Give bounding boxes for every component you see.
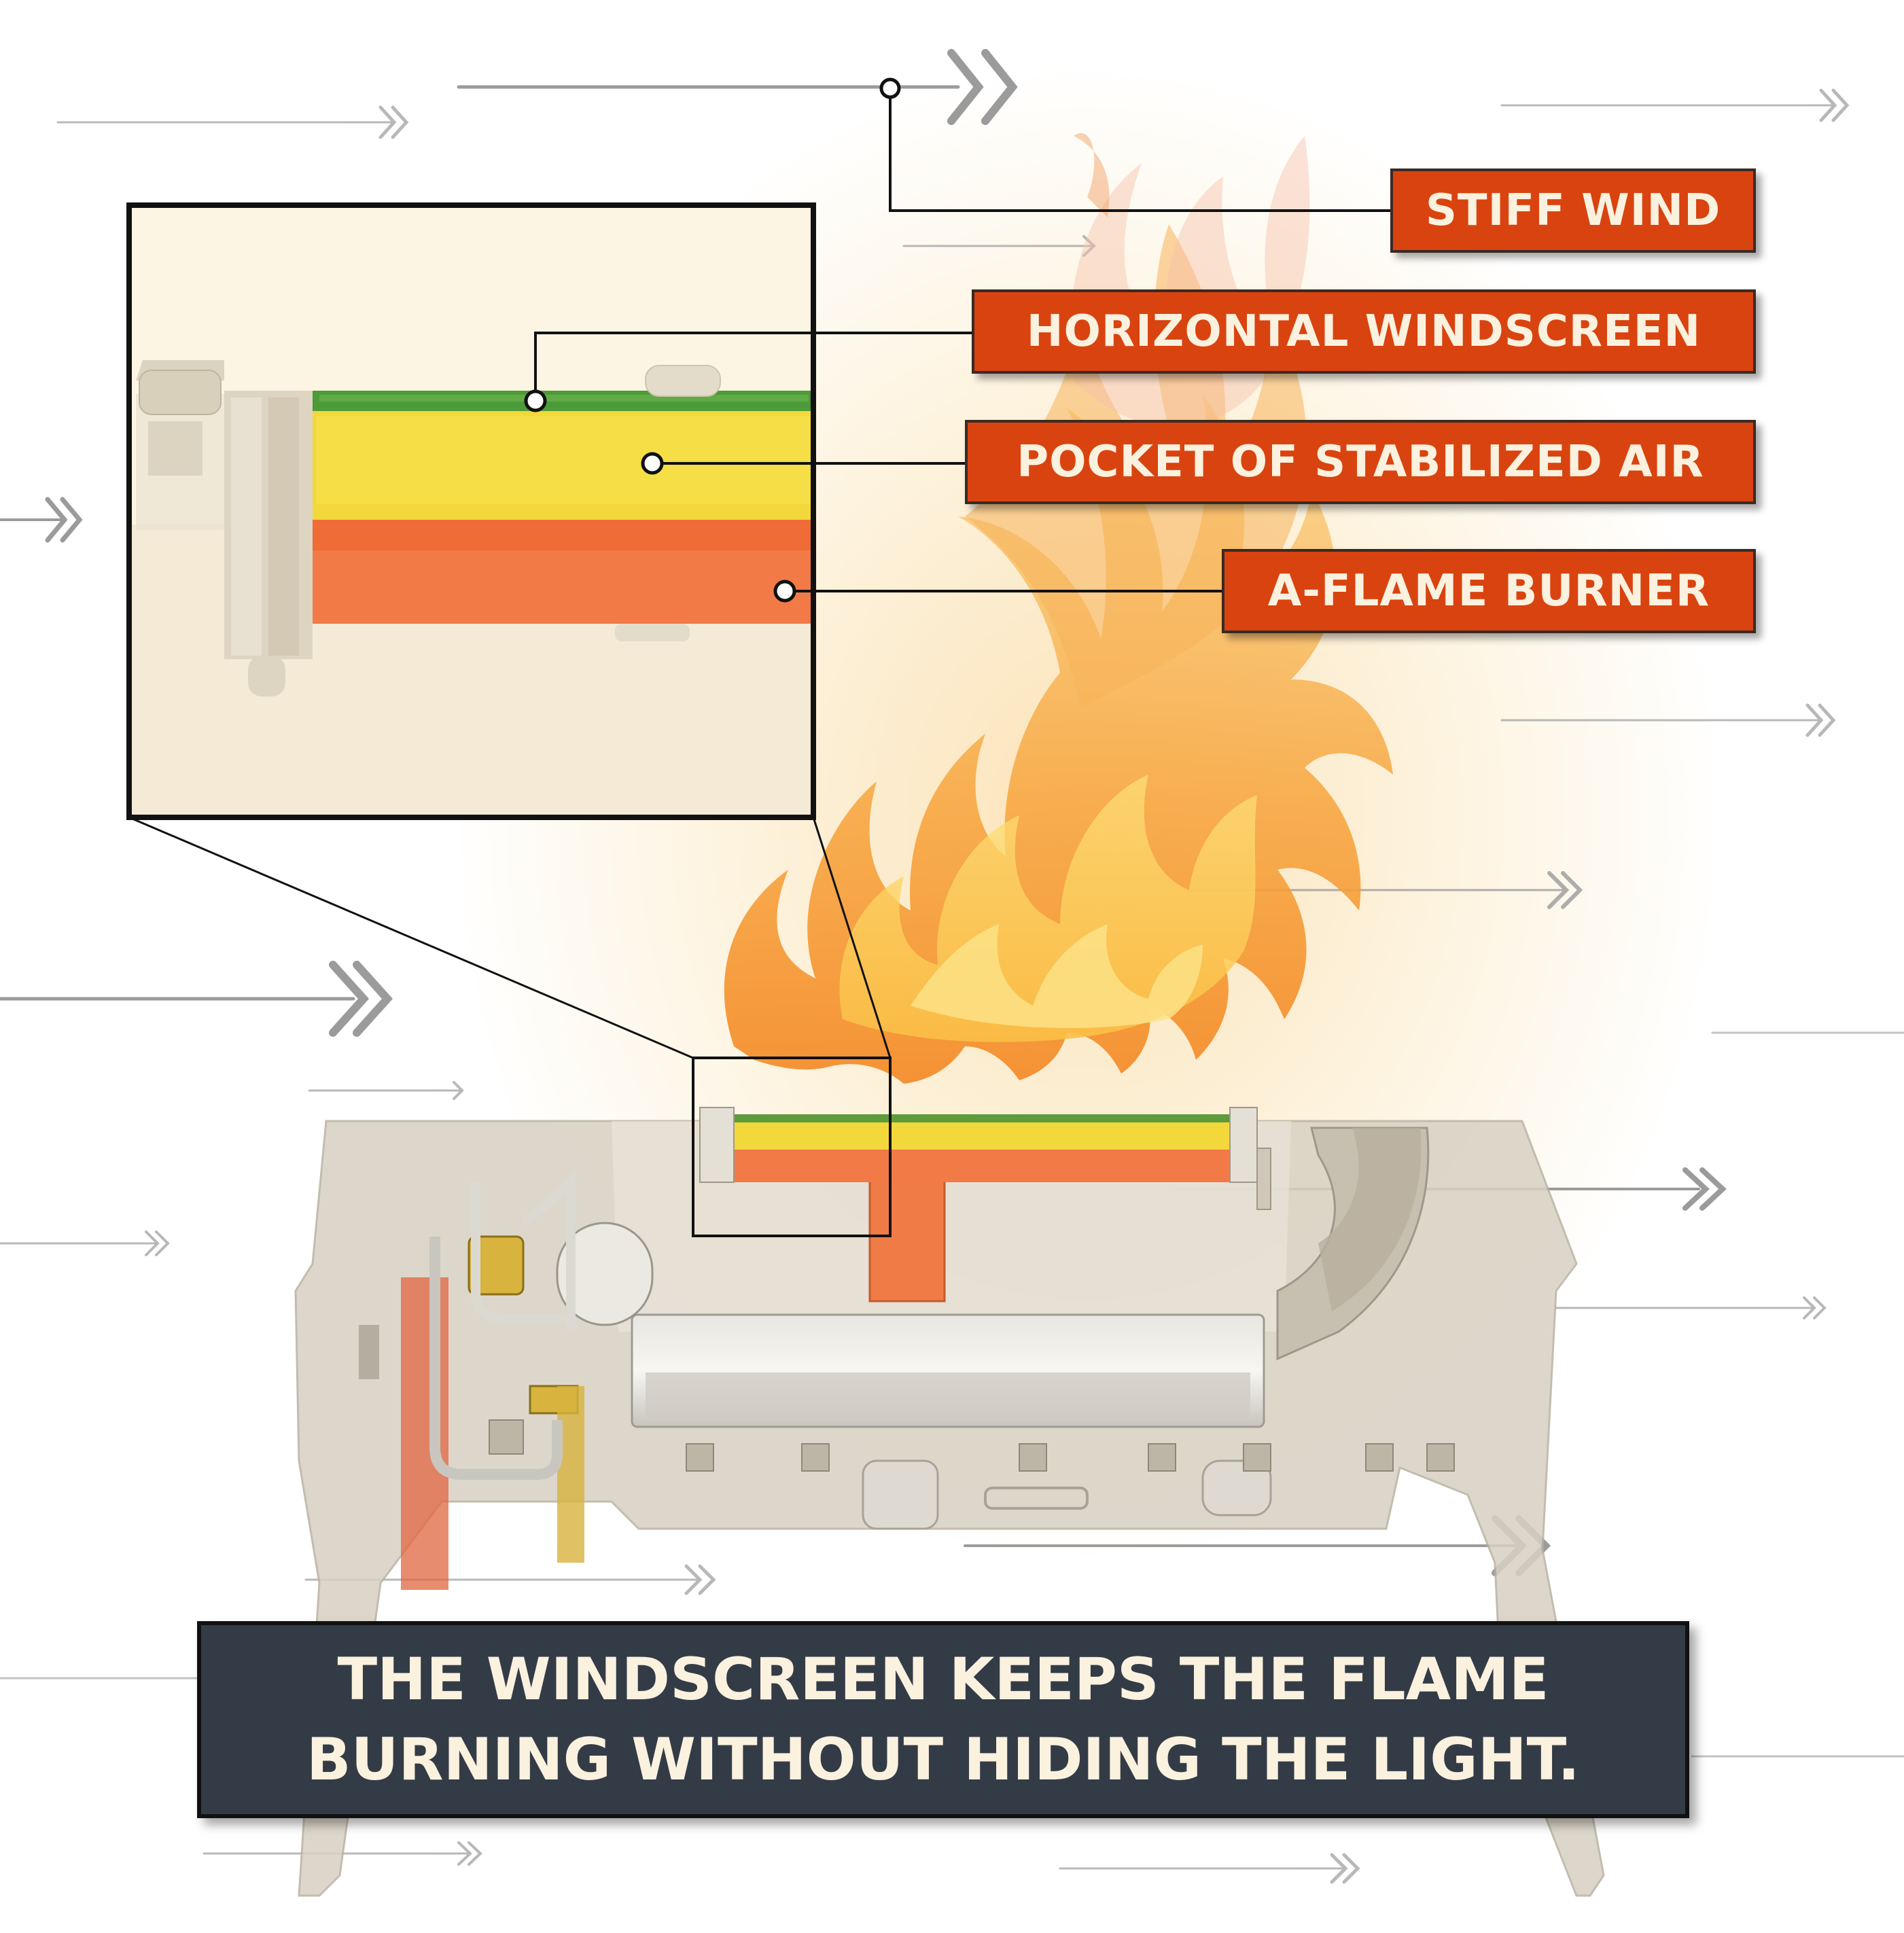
wind-arrow-icon <box>902 235 1096 257</box>
wind-arrow-icon <box>1555 1296 1827 1319</box>
label-a-flame-burner: A-FLAME BURNER <box>1222 549 1756 633</box>
leader-lines <box>534 88 1393 592</box>
wind-arrow-icon <box>0 1677 1904 1758</box>
caption-box: THE WINDSCREEN KEEPS THE FLAME BURNING W… <box>197 1621 1689 1818</box>
wind-arrow-icon <box>0 1230 170 1256</box>
label-horizontal-windscreen: HORIZONTAL WINDSCREEN <box>972 289 1756 374</box>
wind-arrow-icon <box>1059 1853 1360 1884</box>
leader-dots <box>524 77 901 603</box>
caption-line-1: THE WINDSCREEN KEEPS THE FLAME <box>337 1646 1549 1714</box>
label-pocket-of-stabilized-air: POCKET OF STABILIZED AIR <box>965 420 1756 504</box>
wind-arrow-icon <box>1500 703 1836 737</box>
zoom-callout <box>128 816 892 1237</box>
wind-arrow-icon <box>0 961 393 1037</box>
wind-arrow-icon <box>308 1081 464 1100</box>
caption-line-2: BURNING WITHOUT HIDING THE LIGHT. <box>306 1726 1580 1794</box>
zoom-inset <box>126 202 816 820</box>
wind-arrow-icon <box>56 105 409 139</box>
wind-arrow-icon <box>457 49 1018 125</box>
label-stiff-wind: STIFF WIND <box>1390 169 1756 253</box>
burner-assembly <box>699 1107 1258 1183</box>
wind-arrow-icon <box>0 497 83 543</box>
wind-arrow-icon <box>1500 88 1850 122</box>
